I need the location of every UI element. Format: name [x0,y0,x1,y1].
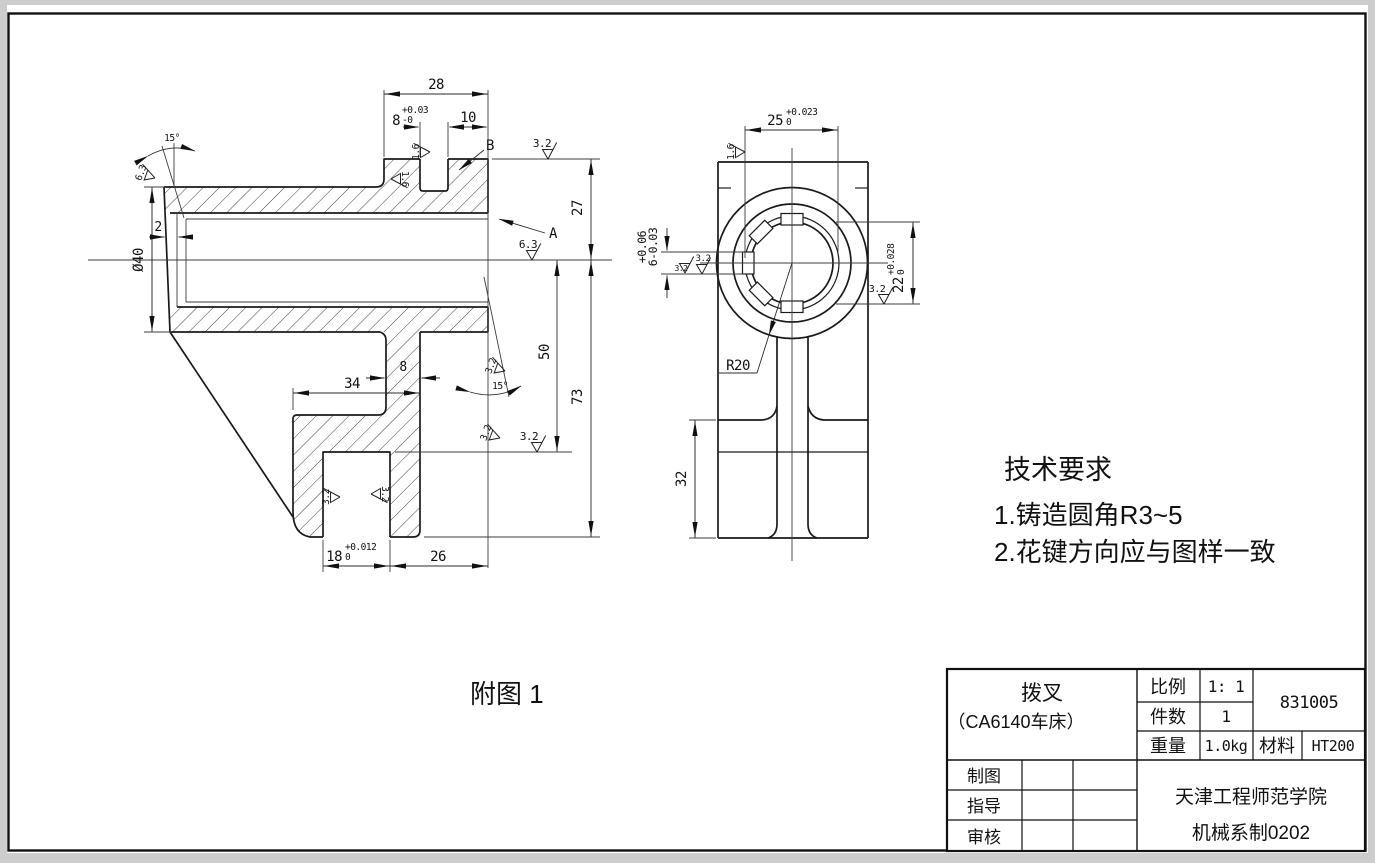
svg-text:8: 8 [399,360,406,375]
dim-2: 2 [149,220,193,240]
tech-item-1: 1.铸造圆角R3~5 [994,500,1183,530]
finish-ra32-slot-left: 3.2 [321,487,341,505]
finish-ra16-slot-b: 1.6 [390,171,410,189]
dim-32: 32 [674,419,716,539]
drawn-label: 制图 [967,767,1001,786]
angle-15-topleft: 15° 6.3 [134,133,196,219]
dim-10: 10 [449,110,487,130]
org-line-1: 天津工程师范学院 [1175,786,1327,808]
qty-label: 件数 [1150,707,1186,727]
tech-title: 技术要求 [1004,455,1112,485]
tech-item-2: 2.花键方向应与图样一致 [994,537,1276,567]
radius-r20: R20 [719,262,793,374]
part-name: 拨叉 [1021,682,1063,705]
svg-text:3.2: 3.2 [321,489,332,505]
svg-text:15°: 15° [492,381,508,392]
svg-text:3.2: 3.2 [675,264,689,273]
svg-text:0: 0 [786,117,792,128]
svg-text:18: 18 [326,549,342,565]
svg-text:1.6: 1.6 [726,143,737,159]
svg-text:2: 2 [154,220,161,235]
svg-text:+0.028: +0.028 [886,243,897,275]
finish-ra32-top: 3.2 [533,137,558,160]
svg-text:73: 73 [570,389,586,405]
svg-text:Ø40: Ø40 [131,248,147,272]
drawing-number: 831005 [1280,693,1338,713]
svg-text:3.2: 3.2 [696,254,711,264]
svg-text:6-0.03: 6-0.03 [646,227,660,266]
dim-18: 18 +0.012 0 [323,542,390,569]
angle-15-bottomright: 15° 3.2 [455,276,522,398]
svg-text:A: A [549,226,558,242]
qty-value: 1 [1221,707,1230,726]
svg-text:26: 26 [430,549,446,565]
svg-text:3.2: 3.2 [869,284,886,295]
svg-text:0: 0 [896,269,907,275]
checker-label: 审核 [967,828,1001,847]
label-b: B [458,138,495,171]
front-view: 25 +0.023 0 1.6 22 +0.028 0 3.2 [635,107,920,561]
svg-text:+0.023: +0.023 [786,107,817,118]
part-subtitle: （CA6140车床） [947,712,1084,732]
label-a: A [498,218,559,242]
svg-text:22: 22 [891,277,907,293]
advisor-label: 指导 [967,797,1001,816]
svg-text:10: 10 [460,110,476,126]
material-label: 材料 [1259,736,1295,756]
dim-8-arm: 8 [366,360,440,381]
dim-50: 50 [537,260,560,452]
svg-text:+0.03: +0.03 [402,105,428,116]
svg-text:3.2: 3.2 [533,137,551,150]
material-value: HT200 [1312,737,1355,755]
dim-26: 26 [390,549,488,569]
svg-text:3.2: 3.2 [379,486,390,502]
finish-ra32-slotline: 3.2 [520,430,547,453]
svg-text:3.2: 3.2 [520,430,538,443]
finish-ra16-spline: 1.6 [726,142,746,160]
tech-requirements: 技术要求 1.铸造圆角R3~5 2.花键方向应与图样一致 [994,455,1276,567]
svg-text:R20: R20 [726,358,750,374]
svg-text:50: 50 [537,344,553,360]
svg-text:0: 0 [345,552,351,563]
dim-27-73: 27 73 [570,159,594,537]
dim-6-keyway: 6-0.03 +0.06 3.2 3.2 [635,227,744,298]
finish-ra32-mid: 3.2 [479,423,504,444]
weight-value: 1.0kg [1205,737,1248,755]
dim-22: 22 +0.028 0 [836,221,920,305]
dim-28: 28 [384,77,488,97]
dim-25: 25 +0.023 0 [744,107,839,258]
svg-text:-0: -0 [402,115,413,126]
svg-text:1.6: 1.6 [399,171,410,187]
figure-caption: 附图 1 [470,679,544,709]
svg-text:27: 27 [570,200,586,216]
finish-ra63-centerline: 6.3 [519,238,542,261]
svg-text:15°: 15° [164,133,180,144]
dim-dia40: Ø40 [131,187,155,332]
org-line-2: 机械系制0202 [1192,822,1310,844]
svg-text:B: B [486,138,494,154]
svg-text:6.3: 6.3 [519,238,537,251]
scale-value: 1: 1 [1208,677,1245,696]
finish-ra32-slot-right: 3.2 [370,486,390,504]
svg-text:25: 25 [767,113,783,129]
title-block: 拨叉 （CA6140车床） 比例 1: 1 件数 1 重量 1.0kg 材料 H… [945,667,1367,853]
svg-text:32: 32 [674,471,690,487]
svg-text:1.6: 1.6 [411,143,422,159]
svg-text:+0.012: +0.012 [345,542,376,553]
svg-text:+0.06: +0.06 [635,230,649,263]
svg-text:6.3: 6.3 [134,164,150,182]
svg-text:8: 8 [392,113,400,129]
svg-text:3.2: 3.2 [479,424,495,442]
finish-ra16-slot-a: 1.6 [411,142,431,160]
svg-text:28: 28 [428,77,444,93]
scale-label: 比例 [1150,677,1186,697]
weight-label: 重量 [1150,736,1186,756]
finish-ra32-bore: 3.2 [869,284,894,305]
svg-text:3.2: 3.2 [484,357,500,375]
svg-text:34: 34 [344,376,360,392]
dim-34: 34 [293,376,420,396]
section-view: 28 8 +0.03 -0 10 B 3.2 [88,77,612,572]
